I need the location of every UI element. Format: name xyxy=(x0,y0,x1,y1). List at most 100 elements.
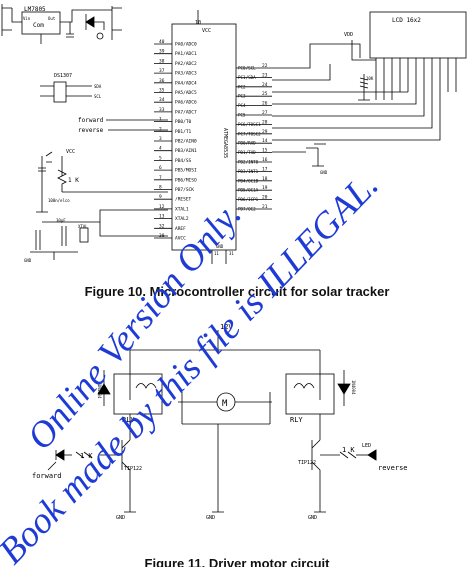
mcu-left-pin-name: XTAL2 xyxy=(175,216,189,222)
oscillator-circuit: 30pF XTAL GND xyxy=(24,209,168,263)
mcu-right-pin-num: 16 xyxy=(262,157,268,163)
mcu-right-pin-num: 18 xyxy=(262,176,268,182)
reg-pin-vin: Vin xyxy=(23,16,31,21)
mcu-left-pin-num: 5 xyxy=(159,155,162,161)
lcd-pot-label: 10K xyxy=(366,76,374,81)
diode-right-label: 1N4004 xyxy=(351,380,356,395)
mcu-right-pin-name: PC4 xyxy=(238,103,246,108)
mcu-left-pin-name: PB5/MOSI xyxy=(175,168,197,174)
mcu-right-pin-name: PC5 xyxy=(238,113,246,118)
mcu-left-pin-num: 6 xyxy=(159,165,162,171)
mcu-left-pin-num: 3 xyxy=(159,136,162,142)
transistor-left-label: TIP122 xyxy=(124,466,142,472)
mcu-left-pin-num: 1 xyxy=(159,117,162,123)
reset-resistor-label: 1 K xyxy=(68,177,79,184)
mcu-left-pin-num: 33 xyxy=(159,107,165,113)
mcu-left-pin-name: PA4/ADC4 xyxy=(175,80,197,86)
mcu-left-pin-num: 7 xyxy=(159,175,162,181)
mcu-right-pin-num: 27 xyxy=(262,110,268,116)
regulator-block: LM7805 Vin Com Out xyxy=(1,4,122,44)
relay-left-label: RLY xyxy=(122,416,135,424)
mcu-left-pin-num: 12 xyxy=(159,204,165,210)
reverse-output-label: reverse xyxy=(78,127,104,134)
regulator-label: LM7805 xyxy=(24,6,46,13)
figure-10-caption: Figure 10. Microcontroller circuit for s… xyxy=(84,284,390,299)
lcd-block: LCD 16x2 VDD 10K xyxy=(344,11,467,101)
mcu-right-pin-num: 23 xyxy=(262,72,268,78)
mcu-right-pin-num: 15 xyxy=(262,148,268,154)
mcu-left-pin-name: PA6/ADC6 xyxy=(175,100,197,106)
mcu-left-pin-num: 8 xyxy=(159,185,162,191)
reverse-input-label: reverse xyxy=(378,464,408,472)
figure-10-schematic: LM7805 Vin Com Out DS1307 SDA SCL forwar… xyxy=(1,4,467,264)
forward-output-label: forward xyxy=(78,117,104,124)
mcu-body xyxy=(171,23,237,251)
mcu-left-pin-num: 30 xyxy=(159,233,165,239)
mcu-right-pin-num: 25 xyxy=(262,91,268,97)
mcu-left-pin-name: /RESET xyxy=(175,197,192,203)
left-gnd-label: GND xyxy=(116,515,125,521)
reset-circuit: VCC 1 K 100n/elco xyxy=(36,149,168,213)
reg-pin-com: Com xyxy=(33,22,44,29)
rtc-pin-scl: SCL xyxy=(94,94,102,99)
lcd-label: LCD 16x2 xyxy=(392,17,421,24)
mcu-right-pin-num: 24 xyxy=(262,82,268,88)
lcd-data-bus xyxy=(272,43,441,141)
reset-vcc-label: VCC xyxy=(66,149,75,155)
mcu-right-pin-name: PD3/INT1 xyxy=(238,169,259,174)
mcu-right-pin-name: PD4/OC1B xyxy=(238,178,259,183)
mcu-right-pin-name: PD0/RXD xyxy=(238,141,256,146)
mcu-part-label: ATMEGA8535 xyxy=(222,128,228,158)
mcu-gnd-label: GND xyxy=(216,244,224,249)
reg-pin-out: Out xyxy=(48,16,56,21)
motor-label: M xyxy=(222,399,228,409)
rtc-pin-sda: SDA xyxy=(94,84,102,89)
mcu-left-pin-name: PB1/T1 xyxy=(175,129,192,135)
mcu-gnd-pin-2: 31 xyxy=(229,251,234,256)
mcu-right-pin-num: 19 xyxy=(262,185,268,191)
mcu-right-pin-name: PD2/INT0 xyxy=(238,160,259,165)
mcu-vcc-label: VCC xyxy=(202,28,211,34)
mcu-left-pin-num: 34 xyxy=(159,97,165,103)
reset-capacitor-label: 100n/elco xyxy=(48,198,70,203)
right-resistor-label: 1 K xyxy=(342,446,355,454)
mcu-gnd-pin-1: 11 xyxy=(214,251,219,256)
mcu-left-pin-name: PA2/ADC2 xyxy=(175,61,197,67)
figure-11-schematic: 12V RLY 1N4004 M RLY 1N4004 TIP122 1 K f… xyxy=(32,323,408,521)
mcu-left-pin-num: 37 xyxy=(159,68,165,74)
mcu-left-pin-name: PA5/ADC5 xyxy=(175,90,197,96)
xtal-cap-label: 30pF xyxy=(56,218,66,223)
mcu-right-pins: 22PC0/SCL23PC1/SDA24PC225PC326PC427PC528… xyxy=(236,63,272,212)
mcu-left-pin-name: PA1/ADC1 xyxy=(175,51,197,57)
button-gnd-label: GND xyxy=(320,170,328,175)
mcu-right-pin-name: PC6/TOSC1 xyxy=(238,122,261,127)
mcu-left-pin-name: PA7/ADC7 xyxy=(175,109,197,115)
mcu-right-pin-name: PD7/OC2 xyxy=(238,207,256,212)
mcu-left-pin-num: 36 xyxy=(159,78,165,84)
mcu-left-pin-name: PB3/AIN1 xyxy=(175,148,197,154)
mcu-left-pin-num: 39 xyxy=(159,49,165,55)
lcd-vdd-label: VDD xyxy=(344,32,353,38)
mcu-right-pin-num: 29 xyxy=(262,129,268,135)
direction-outputs: forward reverse xyxy=(78,117,168,134)
mcu-left-pin-num: 9 xyxy=(159,194,162,200)
transistor-right-label: TIP122 xyxy=(298,460,316,466)
mcu-right-pin-name: PC0/SCL xyxy=(238,66,256,71)
mcu-left-pin-num: 40 xyxy=(159,39,165,45)
mcu-right-pin-name: PD6/ICP1 xyxy=(238,197,259,202)
rtc-label: DS1307 xyxy=(54,73,72,79)
center-gnd-label: GND xyxy=(206,515,215,521)
mcu-left-pin-num: 38 xyxy=(159,58,165,64)
mcu-right-pin-num: 21 xyxy=(262,204,268,210)
mcu-left-pin-name: PA3/ADC3 xyxy=(175,71,197,77)
mcu-right-pin-name: PC1/SDA xyxy=(238,75,256,80)
mcu-left-pin-name: PB4/SS xyxy=(175,158,192,164)
mcu-left-pin-num: 35 xyxy=(159,88,165,94)
mcu-right-pin-num: 28 xyxy=(262,119,268,125)
relay-left xyxy=(113,373,163,415)
mcu-left-pin-num: 32 xyxy=(159,223,165,229)
mcu-left-pin-name: PB7/SCK xyxy=(175,187,194,193)
